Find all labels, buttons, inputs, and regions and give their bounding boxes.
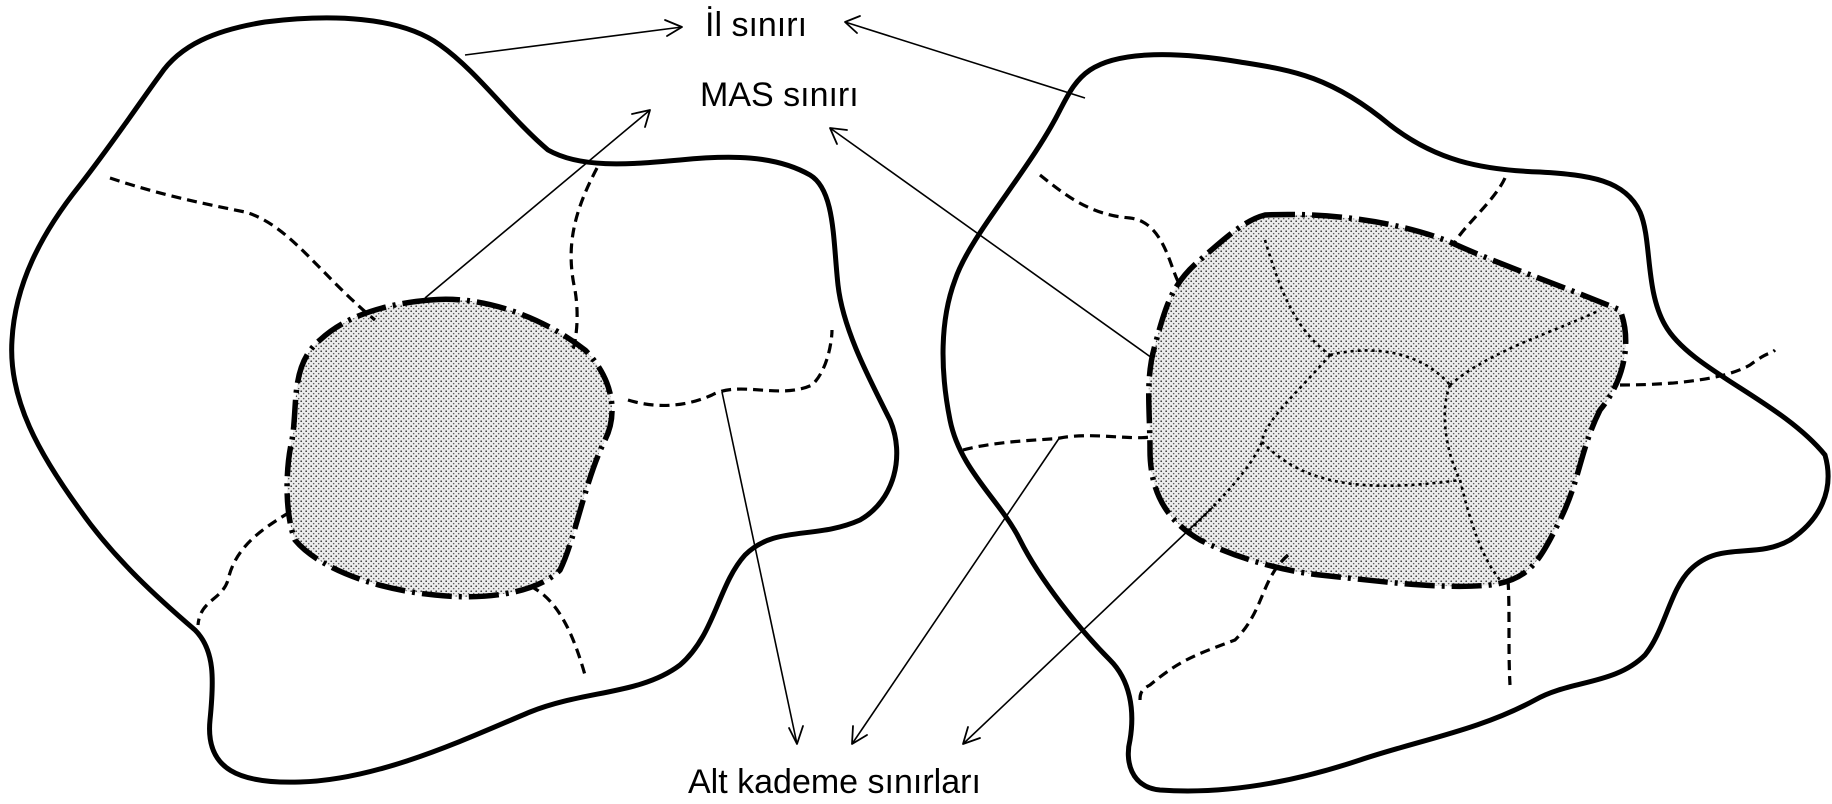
right-province-boundary: [940, 52, 1831, 794]
left-panel: [9, 15, 900, 785]
province-arrow-right-head: [844, 15, 861, 34]
lower-tier-arrow-1-head: [788, 725, 804, 745]
right-inner-boundary-3: [1329, 349, 1451, 386]
right-inner-boundary-7: [1458, 479, 1502, 581]
left-province-boundary: [9, 15, 900, 785]
province-arrow-left-line: [464, 26, 683, 56]
left-district-boundary-1: [109, 176, 377, 322]
mas-arrow-left-line: [424, 109, 651, 299]
right-district-boundary-5: [1138, 553, 1290, 701]
province-boundary-label: İl sınırı: [705, 6, 807, 44]
right-district-boundary-1: [1039, 173, 1182, 286]
lower-tier-boundaries-label: Alt kademe sınırları: [688, 763, 981, 801]
lower-tier-arrow-2-head: [851, 725, 868, 745]
left-district-boundary-4: [196, 510, 291, 626]
lower-tier-arrow-3-head: [962, 726, 981, 745]
province-arrow-right-line: [844, 21, 1086, 99]
right-inner-boundary-4: [1449, 308, 1601, 386]
left-district-boundary-5: [529, 584, 587, 676]
left-mas-boundary: [284, 296, 615, 600]
right-mas-boundary: [1146, 211, 1629, 590]
right-district-boundary-6: [1506, 579, 1512, 686]
left-district-boundary-2: [569, 167, 599, 353]
right-inner-boundary-1: [1263, 239, 1331, 357]
province-arrow-left-head: [664, 19, 683, 37]
right-panel: [940, 52, 1831, 794]
mas-arrow-left-head: [631, 109, 651, 128]
lower-tier-arrow-3-line: [962, 506, 1214, 745]
right-district-boundary-2: [1453, 177, 1507, 243]
mas-arrow-right-line: [829, 127, 1153, 359]
right-inner-boundary-5: [1443, 384, 1462, 481]
left-district-boundary-3: [627, 329, 834, 408]
mas-arrow-right-head: [829, 127, 848, 145]
right-district-boundary-4: [1619, 348, 1777, 387]
mas-boundary-label: MAS sınırı: [700, 76, 859, 114]
lower-tier-arrow-1-line: [721, 391, 798, 745]
lower-tier-arrow-2-line: [851, 436, 1061, 745]
